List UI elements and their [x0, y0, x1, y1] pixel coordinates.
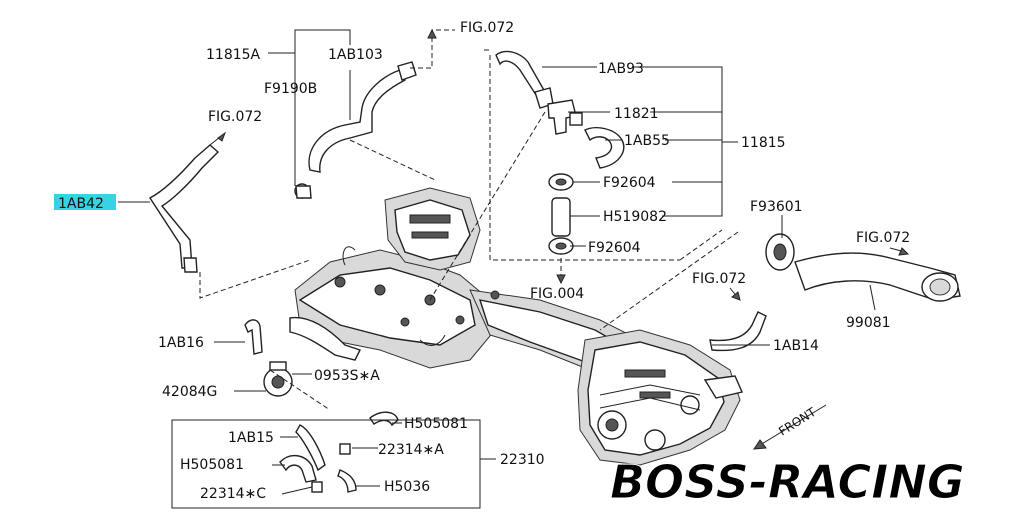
label-1AB15: 1AB15 [228, 430, 274, 446]
hose-1AB15[interactable] [295, 424, 326, 472]
hose-H5036[interactable] [337, 469, 357, 493]
clamp-22314A[interactable] [339, 443, 351, 455]
hose-99081[interactable] [794, 252, 961, 302]
label-fig072-right[interactable]: FIG.072 [856, 230, 910, 246]
label-H519082: H519082 [603, 209, 667, 225]
label-fig072-mid[interactable]: FIG.072 [692, 271, 746, 287]
clamp-F93601[interactable] [765, 233, 795, 271]
label-1AB42[interactable]: 1AB42 [58, 196, 104, 212]
labels: 11815A 1AB103 F9190B FIG.072 FIG.072 1AB… [54, 20, 910, 502]
hose-H505081-lower[interactable] [279, 455, 317, 483]
label-1AB16: 1AB16 [158, 335, 204, 351]
fitting-11821[interactable] [547, 99, 583, 135]
label-11815A: 11815A [206, 47, 261, 63]
clamp-F92604-upper[interactable] [548, 173, 574, 191]
label-11815: 11815 [741, 135, 786, 151]
label-F92604-a: F92604 [603, 175, 656, 191]
label-fig004[interactable]: FIG.004 [530, 286, 584, 302]
highlight-box [54, 194, 116, 210]
label-11821: 11821 [614, 106, 659, 122]
clamp-22314C[interactable] [311, 481, 323, 493]
hose-1AB103[interactable] [294, 61, 417, 199]
label-H505081-b: H505081 [180, 457, 244, 473]
label-1AB55: 1AB55 [624, 133, 670, 149]
hose-1AB55[interactable] [584, 127, 625, 169]
label-0953SA: 0953S∗A [314, 368, 380, 384]
label-99081: 99081 [846, 315, 891, 331]
front-indicator: FRONT [776, 405, 819, 439]
hose-1AB93[interactable] [495, 50, 554, 109]
label-42084G: 42084G [162, 384, 217, 400]
label-1AB103: 1AB103 [328, 47, 383, 63]
label-22314A: 22314∗A [378, 442, 444, 458]
hose-H505081-upper[interactable] [369, 411, 399, 427]
watermark-logo: BOSS-RACING [610, 455, 965, 509]
label-22314C: 22314∗C [200, 486, 266, 502]
hose-1AB16[interactable] [244, 319, 263, 355]
valve-42084G[interactable] [263, 361, 293, 397]
hose-H519082[interactable] [551, 197, 571, 237]
label-H505081-a: H505081 [404, 416, 468, 432]
hose-1AB14[interactable] [709, 311, 767, 352]
label-F93601: F93601 [750, 199, 803, 215]
label-1AB93: 1AB93 [598, 61, 644, 77]
label-fig072-left[interactable]: FIG.072 [208, 109, 262, 125]
label-22310: 22310 [500, 452, 545, 468]
hose-1AB42[interactable] [148, 144, 220, 273]
clamp-F92604-lower[interactable] [548, 237, 574, 255]
leader-lines [118, 28, 910, 509]
throttle-body-assembly [577, 329, 743, 466]
label-1AB14: 1AB14 [773, 338, 819, 354]
label-H5036: H5036 [384, 479, 430, 495]
label-fig072-top[interactable]: FIG.072 [460, 20, 514, 36]
label-F9190B: F9190B [264, 81, 317, 97]
label-F92604-b: F92604 [588, 240, 641, 256]
